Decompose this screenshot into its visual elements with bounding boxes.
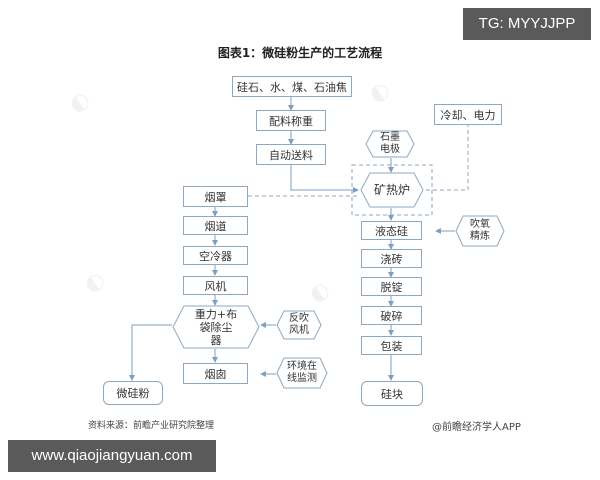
oxygen-label-2: 精炼 (470, 231, 490, 242)
oxygen-refining-node: 吹氧精炼 (455, 215, 505, 247)
dust-collector-node: 重力+布袋除尘器 (172, 305, 260, 349)
cooling-power-node: 冷却、电力 (434, 104, 502, 125)
chimney-node: 烟囱 (183, 363, 248, 384)
flue-node: 烟道 (183, 216, 248, 235)
graphite-label-2: 电极 (380, 144, 400, 155)
site-watermark-badge: www.qiaojiangyuan.com (8, 440, 216, 472)
env-monitor-label-1: 环境在 (287, 361, 317, 372)
reverse-blow-label-2: 风机 (289, 325, 309, 336)
furnace-label: 矿热炉 (373, 183, 410, 197)
env-monitor-label-2: 线监测 (287, 373, 317, 384)
furnace-node: 矿热炉 (360, 172, 424, 208)
oxygen-label-1: 吹氧 (470, 219, 490, 230)
air-cooler-node: 空冷器 (183, 246, 248, 265)
fan-node: 风机 (183, 276, 248, 295)
graphite-label-1: 石墨 (380, 132, 400, 143)
env-monitor-node: 环境在线监测 (276, 357, 328, 389)
diagram-title: 图表1：微硅粉生产的工艺流程 (217, 46, 383, 60)
graphite-electrode-node: 石墨电极 (365, 130, 415, 158)
tg-watermark-badge: TG: MYYJJPP (463, 8, 591, 40)
casting-node: 浇砖 (361, 249, 422, 268)
raw-materials-node: 硅石、水、煤、石油焦 (232, 76, 352, 97)
reverse-blow-label-1: 反吹 (289, 313, 309, 324)
liquid-silicon-node: 液态硅 (361, 221, 422, 240)
source-note: 资料来源：前瞻产业研究院整理 (88, 421, 215, 431)
auto-feed-node: 自动送料 (256, 144, 326, 165)
reverse-blow-fan-node: 反吹风机 (276, 310, 322, 340)
packaging-node: 包装 (361, 336, 422, 355)
dust-label-2: 袋除尘 (199, 320, 233, 334)
silicon-block-node: 硅块 (361, 381, 423, 406)
dust-label-3: 器 (210, 333, 222, 347)
demolding-node: 脱锭 (361, 277, 422, 296)
credit-note: @前瞻经济学人APP (432, 422, 521, 433)
hood-node: 烟罩 (183, 186, 248, 207)
batching-node: 配料称重 (256, 110, 326, 131)
microsilica-node: 微硅粉 (103, 381, 163, 405)
crushing-node: 破碎 (361, 306, 422, 325)
dust-label-1: 重力+布 (194, 307, 238, 321)
